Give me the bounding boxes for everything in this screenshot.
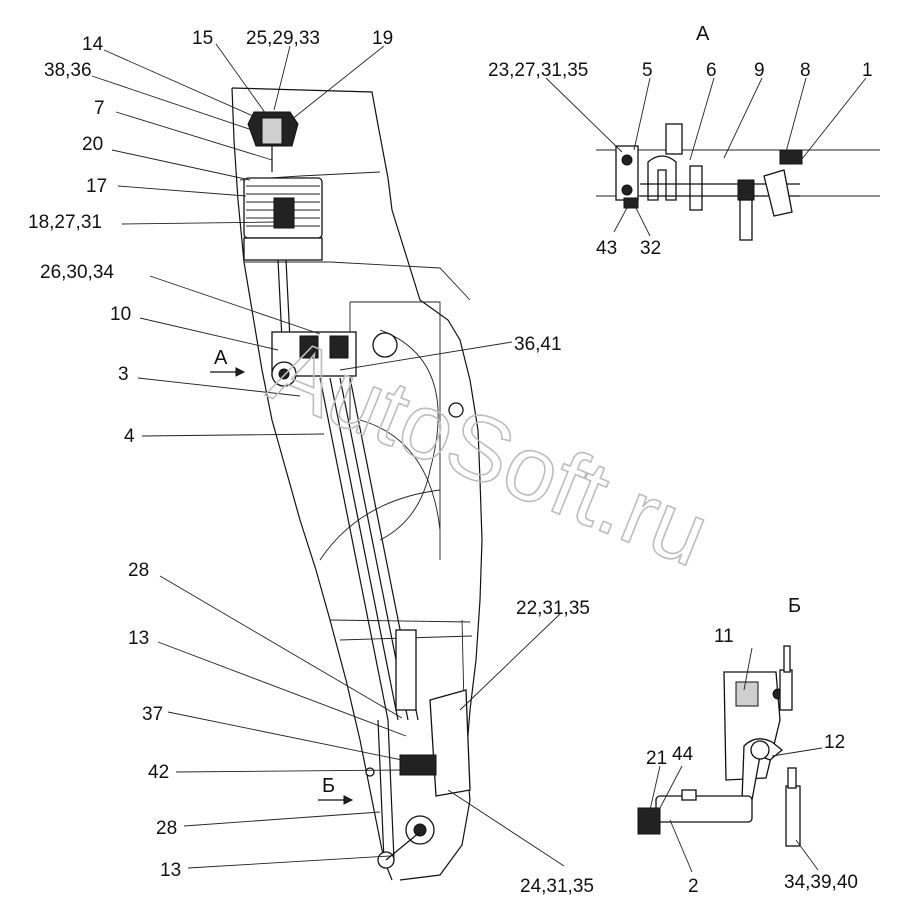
callout-42: 42 xyxy=(148,762,169,783)
callout-a-23-27-31-35: 23,27,31,35 xyxy=(488,60,588,81)
callout-22-31-35: 22,31,35 xyxy=(516,598,590,619)
view-b-leaders xyxy=(649,647,823,873)
callout-b-12: 12 xyxy=(824,732,845,753)
callout-14: 14 xyxy=(82,34,104,55)
callout-28-bottom: 28 xyxy=(156,818,177,839)
view-a-title: А xyxy=(696,23,710,45)
callout-13-top: 13 xyxy=(128,628,149,649)
arrow-b-label: Б xyxy=(322,775,335,797)
callout-20: 20 xyxy=(82,134,103,155)
callout-b-11: 11 xyxy=(714,626,734,647)
callout-a-1: 1 xyxy=(862,60,873,81)
view-b-title: Б xyxy=(788,595,801,617)
callout-38-36: 38,36 xyxy=(44,60,92,81)
callout-b-2: 2 xyxy=(688,876,699,897)
callout-28-top: 28 xyxy=(128,560,149,581)
watermark: AutoSoft.ru xyxy=(257,319,722,586)
callout-a-6: 6 xyxy=(706,60,717,81)
callout-19: 19 xyxy=(372,28,393,49)
callout-b-21: 21 xyxy=(646,748,667,769)
callout-a-8: 8 xyxy=(800,60,811,81)
view-a-detail xyxy=(596,123,880,241)
callout-36-41: 36,41 xyxy=(514,334,562,355)
callout-a-32: 32 xyxy=(640,238,661,259)
callout-17: 17 xyxy=(86,176,107,197)
callout-a-5: 5 xyxy=(642,60,653,81)
callout-18-27-31: 18,27,31 xyxy=(28,212,102,233)
view-b-detail xyxy=(637,645,801,847)
callout-b-34-39-40: 34,39,40 xyxy=(784,872,858,893)
main-view xyxy=(210,87,483,881)
view-a-leaders xyxy=(545,77,867,237)
callout-b-44: 44 xyxy=(672,744,694,765)
callout-3: 3 xyxy=(118,364,129,385)
callout-a-9: 9 xyxy=(754,60,765,81)
callout-10: 10 xyxy=(110,304,131,325)
callout-13-bottom: 13 xyxy=(160,860,181,881)
callout-a-43: 43 xyxy=(596,238,617,259)
callout-labels: 14 15 25,29,33 19 38,36 7 20 17 18,27,31… xyxy=(28,23,873,897)
callout-7: 7 xyxy=(94,98,105,119)
callout-24-31-35: 24,31,35 xyxy=(520,876,594,897)
callout-25-29-33: 25,29,33 xyxy=(246,28,320,49)
main-leaders xyxy=(91,43,565,869)
callout-15: 15 xyxy=(192,28,213,49)
callout-4: 4 xyxy=(124,426,135,447)
arrow-a-label: А xyxy=(214,347,228,369)
callout-37: 37 xyxy=(142,704,163,725)
callout-26-30-34: 26,30,34 xyxy=(40,262,114,283)
